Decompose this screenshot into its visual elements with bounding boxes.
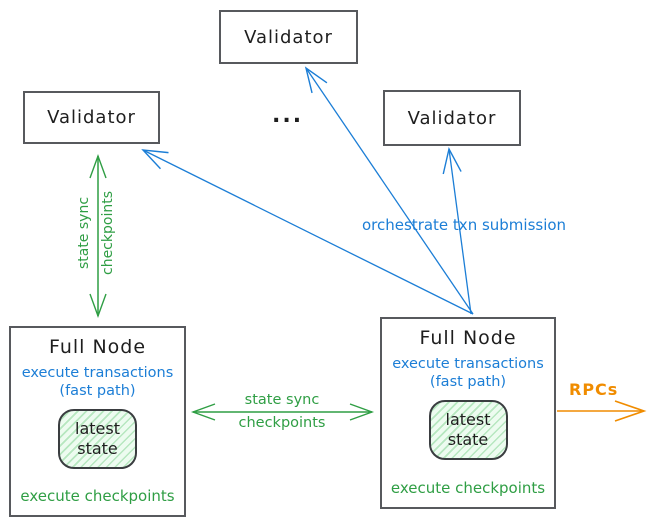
full-node-right-execute-checkpoints: execute checkpoints (390, 479, 546, 497)
full-node-left-title: Full Node (48, 336, 147, 358)
latest-state-line1: latest (445, 410, 491, 429)
rpcs-label: RPCs (569, 380, 619, 399)
state-sync-label: state sync (76, 196, 92, 270)
exec-line1: execute transactions (392, 356, 544, 372)
validator-box-right: Validator (383, 90, 521, 146)
full-node-left-execute-checkpoints: execute checkpoints (20, 487, 175, 505)
full-node-right-execute-transactions: execute transactions (fast path) (392, 355, 544, 391)
full-node-left-execute-transactions: execute transactions (fast path) (22, 364, 174, 400)
validator-top-label: Validator (244, 26, 333, 48)
checkpoints-label: checkpoints (100, 191, 116, 275)
exec-line2: (fast path) (59, 383, 136, 399)
latest-state-box-left: latest state (58, 409, 137, 469)
full-node-right-title: Full Node (419, 327, 517, 349)
state-sync-checkpoints-label-vertical: state sync checkpoints (76, 183, 121, 283)
latest-state-box-right: latest state (428, 400, 508, 460)
orchestrate-txn-submission-label: orchestrate txn submission (362, 216, 567, 234)
state-sync-label: state sync (244, 392, 320, 408)
validator-right-label: Validator (407, 107, 497, 129)
exec-line2: (fast path) (429, 374, 507, 390)
validator-box-top: Validator (219, 10, 358, 64)
state-sync-checkpoints-label-horizontal: state sync checkpoints (222, 393, 342, 431)
latest-state-line2: state (447, 430, 489, 449)
validator-box-left: Validator (23, 91, 160, 144)
full-node-box-left: Full Node execute transactions (fast pat… (9, 326, 186, 517)
full-node-box-right: Full Node execute transactions (fast pat… (380, 317, 556, 509)
checkpoints-label: checkpoints (238, 415, 326, 431)
latest-state-line2: state (77, 439, 118, 458)
validators-ellipsis: ... (272, 103, 304, 128)
validator-left-label: Validator (47, 107, 136, 128)
latest-state-line1: latest (75, 419, 120, 438)
exec-line1: execute transactions (21, 365, 174, 381)
